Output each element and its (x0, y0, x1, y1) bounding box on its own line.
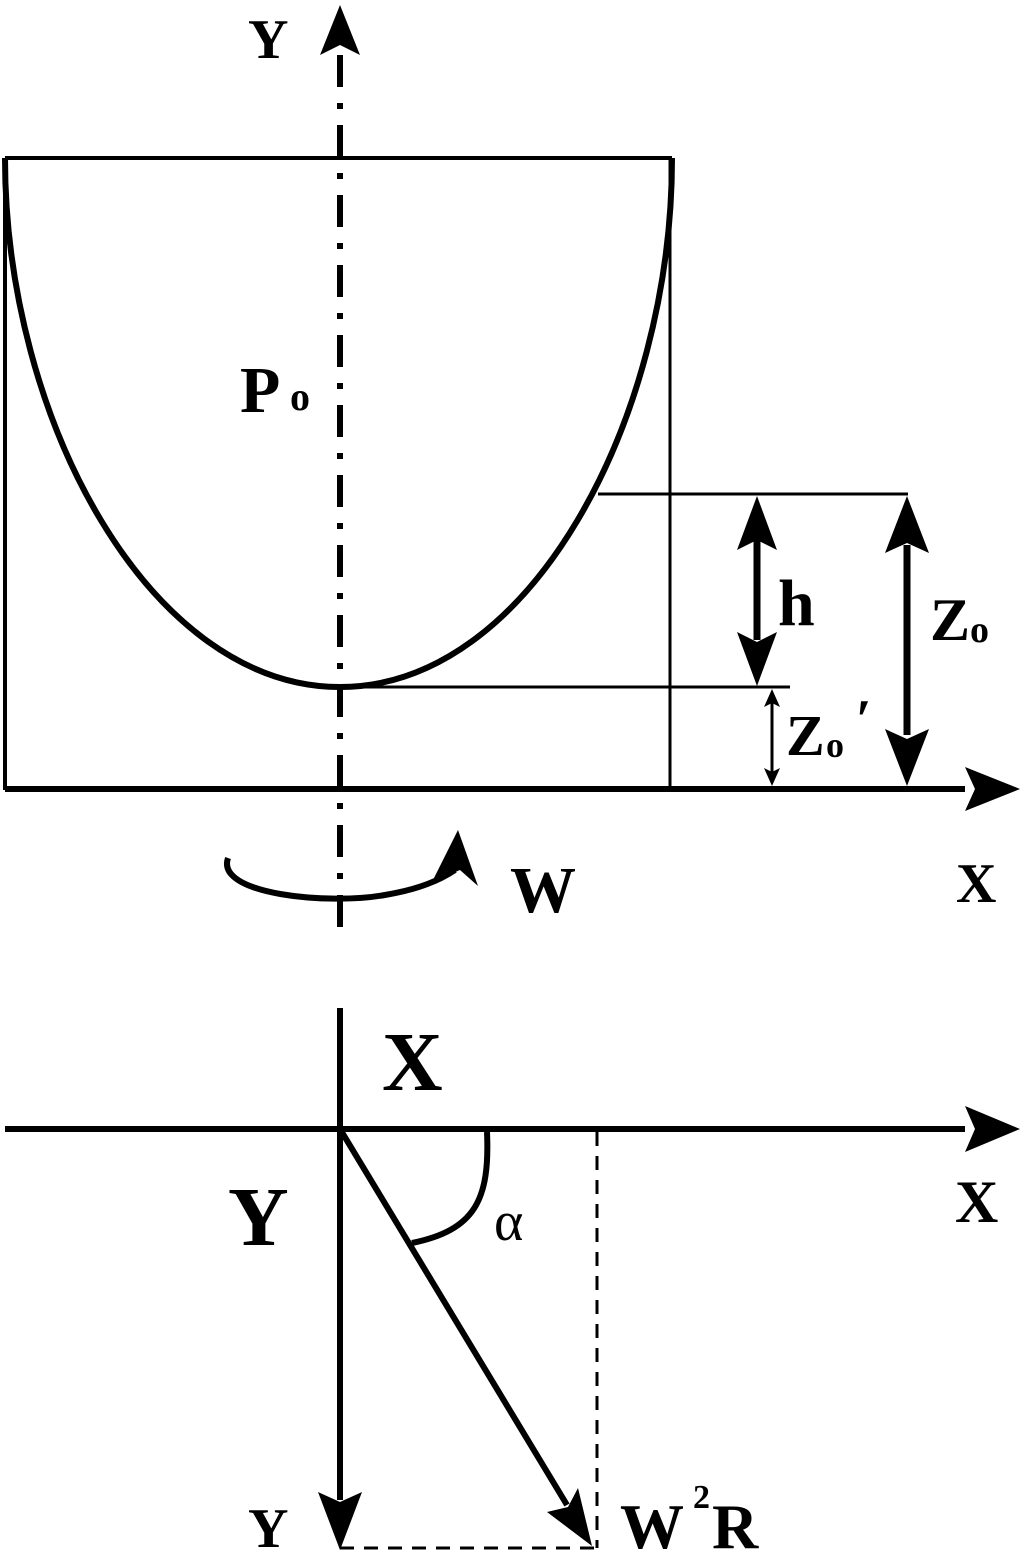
bottom-x-axis-arrowhead (965, 1106, 1020, 1152)
acceleration-vector (337, 1127, 570, 1507)
pressure-label: P (240, 354, 280, 427)
pressure-subscript: o (290, 374, 310, 419)
angle-label: α (494, 1191, 523, 1253)
top-diagram: Y X P o W h Z o Z o ′ (2, 5, 1020, 930)
vector-label-r: R (712, 1491, 759, 1553)
rotation-arrowhead (432, 830, 478, 886)
h-arrow-top (737, 496, 777, 550)
rotation-label: W (510, 854, 576, 927)
vector-label-exponent: 2 (693, 1479, 710, 1516)
bottom-x-top-label: X (382, 1016, 443, 1109)
bottom-y-bottom-label: Y (248, 1498, 288, 1553)
z0-prime-subscript: o (826, 725, 844, 765)
bottom-x-right-label: X (955, 1169, 998, 1235)
z0-prime-mark: ′ (856, 689, 872, 751)
rotation-arc (224, 857, 457, 902)
vector-label-w: W (620, 1491, 684, 1553)
bottom-y-axis-arrowhead (318, 1492, 362, 1550)
top-x-axis-arrowhead (965, 767, 1020, 811)
h-label: h (778, 567, 815, 640)
top-y-axis-label: Y (248, 9, 288, 71)
z0-subscript: o (970, 609, 989, 651)
z0p-arrow-bottom (764, 768, 780, 786)
z0p-arrow-top (764, 689, 780, 707)
bottom-y-left-label: Y (228, 1171, 289, 1264)
top-x-axis-label: X (956, 853, 996, 915)
top-y-axis-arrowhead (320, 5, 360, 55)
z0-arrow-top (885, 496, 929, 553)
bottom-diagram: X X Y Y α W 2 R (5, 1008, 1020, 1553)
h-arrow-bottom (737, 632, 777, 686)
z0-prime-label: Z (786, 703, 825, 768)
z0-arrow-bottom (885, 729, 929, 786)
z0-label: Z (930, 587, 970, 653)
angle-arc (411, 1131, 491, 1246)
acceleration-vector-arrowhead (547, 1488, 592, 1546)
